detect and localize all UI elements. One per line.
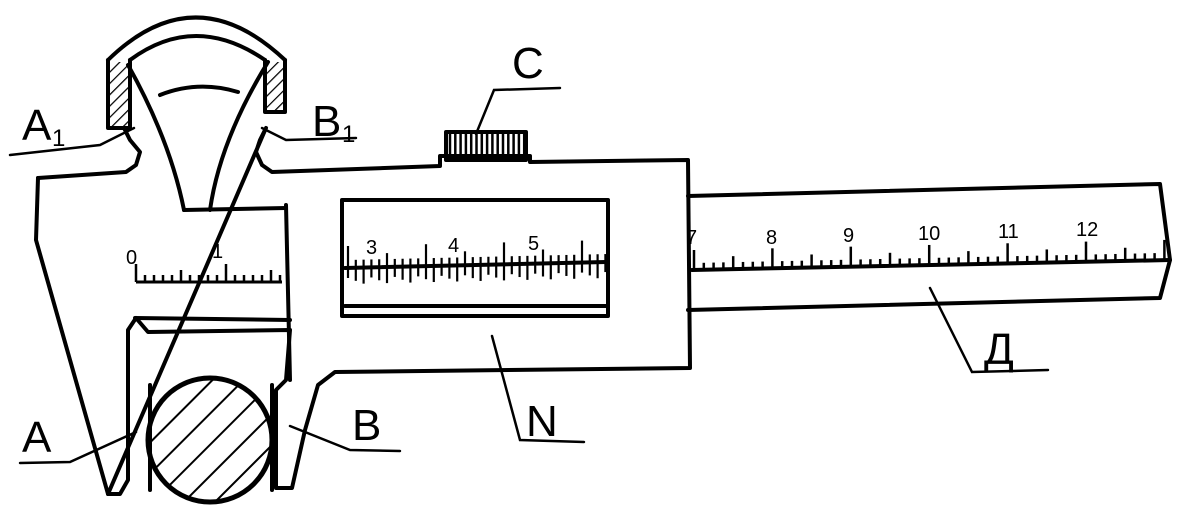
- label-b1: B 1: [312, 97, 355, 148]
- measured-part: [145, 375, 275, 505]
- bar-scale-number: 9: [843, 225, 854, 247]
- label-b: B: [352, 401, 381, 450]
- bar-scale-number: 10: [918, 223, 940, 245]
- leader-lines: [8, 86, 1050, 465]
- inner-jaw-arc: [106, 15, 287, 212]
- fixed-jaw: [34, 126, 692, 496]
- thumb-screw: [444, 130, 528, 162]
- fixed-scale-number: 1: [212, 241, 223, 263]
- label-a1-sub: 1: [52, 125, 65, 152]
- main-bar: [686, 182, 1172, 312]
- bar-scale-number: 8: [766, 227, 777, 249]
- vernier-scale-number: 5: [528, 233, 539, 255]
- label-b1-sub: 1: [342, 121, 355, 148]
- fixed-scale-number: 0: [126, 247, 137, 269]
- bar-scale-number: 12: [1076, 219, 1098, 241]
- label-b1-main: B: [312, 97, 341, 146]
- label-n: N: [526, 397, 558, 446]
- vernier-scale-numbers: 3 4 5: [366, 233, 539, 259]
- label-a: A: [22, 413, 52, 462]
- vernier-scale-number: 3: [366, 237, 377, 259]
- fixed-scale-numbers: 0 1: [126, 241, 223, 269]
- vernier-scale-number: 4: [448, 235, 459, 257]
- label-a1-main: A: [22, 101, 52, 150]
- bar-scale-numbers: 7 8 9 10 11 12: [686, 219, 1098, 249]
- fixed-scale-ticks: [134, 264, 282, 284]
- label-d: Д: [984, 325, 1014, 374]
- bar-scale-number: 11: [998, 221, 1019, 243]
- vernier-scale-ticks: [346, 240, 607, 284]
- bar-scale-ticks: [692, 239, 1166, 270]
- label-a1: A 1: [22, 101, 65, 152]
- vernier-window: [340, 198, 610, 318]
- bar-scale-number: 7: [686, 227, 697, 249]
- label-c: C: [512, 39, 544, 88]
